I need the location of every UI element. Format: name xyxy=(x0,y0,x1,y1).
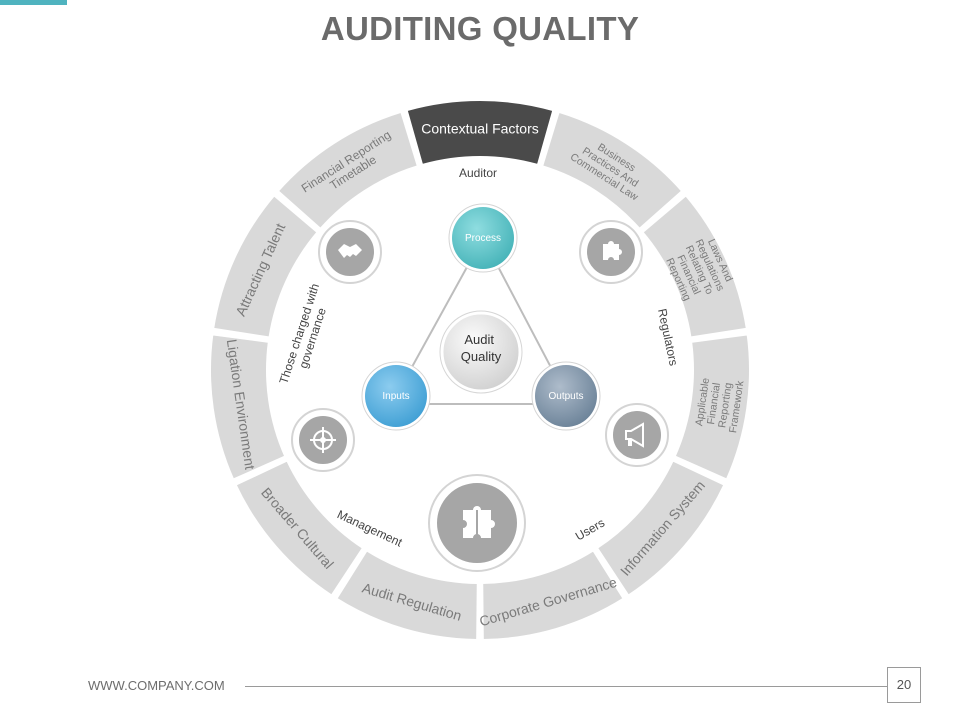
megaphone-icon xyxy=(605,403,669,467)
ring-segment xyxy=(673,333,751,481)
accent-bar xyxy=(0,0,67,5)
page-title: AUDITING QUALITY xyxy=(320,10,640,47)
ring-segment xyxy=(276,110,420,231)
inputs-node-label: Inputs xyxy=(382,391,409,402)
ring-segment-label: Contextual Factors xyxy=(421,120,539,136)
outputs-node-label: Outputs xyxy=(548,391,583,402)
ring-segment xyxy=(405,99,555,167)
footer-url[interactable]: WWW.COMPANY.COM xyxy=(88,678,225,693)
auditor-label: Auditor xyxy=(459,166,497,180)
handshake-icon xyxy=(318,220,382,284)
process-node-label: Process xyxy=(465,233,501,244)
center-node-label: Audit Quality xyxy=(461,332,502,364)
ring-segment xyxy=(209,333,287,481)
ring-segment xyxy=(335,549,479,641)
ring-segment xyxy=(481,549,625,641)
footer-divider xyxy=(245,686,887,687)
ring-segment xyxy=(595,459,726,597)
ring-segment xyxy=(234,459,365,597)
ring-segment xyxy=(540,110,684,231)
puzzle-piece-icon xyxy=(579,220,643,284)
page-number: 20 xyxy=(887,667,921,703)
ring-segment xyxy=(212,193,319,339)
ring-segment-label: ApplicableFinancialReportingFramework xyxy=(693,374,747,433)
process-node: Process xyxy=(448,203,518,273)
puzzle-icon xyxy=(428,474,526,572)
outputs-node: Outputs xyxy=(531,361,601,431)
target-icon xyxy=(291,408,355,472)
inputs-node: Inputs xyxy=(361,361,431,431)
users-label: Users xyxy=(573,516,607,544)
ring-segment xyxy=(641,193,748,339)
regulators-label: Regulators xyxy=(655,307,681,367)
center-node: Audit Quality xyxy=(439,310,523,394)
governance-label: Those charged withgovernance xyxy=(276,282,335,390)
context-ring xyxy=(209,99,751,641)
governance-label-text: Those charged withgovernance xyxy=(276,282,335,390)
